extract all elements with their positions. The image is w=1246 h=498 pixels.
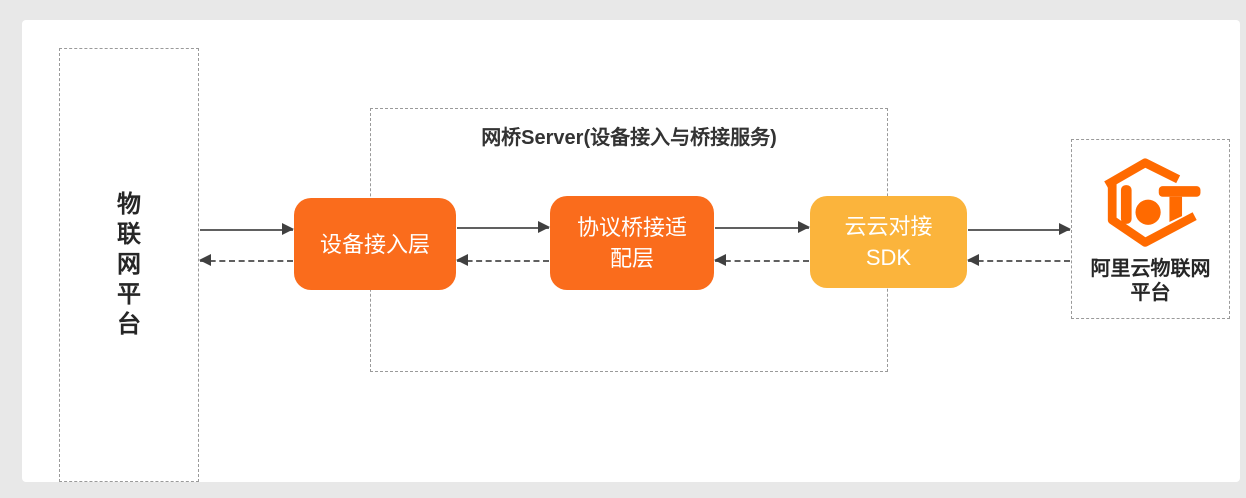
arrow-device-access-to-iot-platform [199,254,293,266]
diagram-card: 物联网平台 网桥Server(设备接入与桥接服务) 设备接入层 协议桥接适 配层… [22,20,1240,482]
aliyun-iot-platform-box: 阿里云物联网 平台 [1071,139,1230,319]
iot-platform-box: 物联网平台 [59,48,199,482]
device-access-layer-box: 设备接入层 [294,198,456,290]
device-access-layer-label: 设备接入层 [319,231,430,257]
aliyun-iot-platform-label: 阿里云物联网 平台 [1090,258,1211,304]
bridge-server-title: 网桥Server(设备接入与桥接服务) [481,127,777,149]
arrow-aliyun-platform-to-cloud-sdk [967,254,1070,266]
protocol-bridge-adapter-layer-label: 协议桥接适 配层 [576,215,687,271]
arrow-protocol-adapter-to-device-access [456,254,549,266]
iot-platform-label: 物联网平台 [117,191,141,338]
protocol-bridge-adapter-layer-box: 协议桥接适 配层 [550,196,714,290]
cloud-cloud-sdk-box: 云云对接 SDK [810,196,967,288]
arrow-cloud-sdk-to-protocol-adapter [714,254,809,266]
arrow-iot-platform-to-device-access [200,223,294,235]
cloud-cloud-sdk-label: 云云对接 SDK [844,214,933,270]
arrow-cloud-sdk-to-aliyun-platform [968,223,1071,235]
arrow-device-access-to-protocol-adapter [457,221,550,233]
arrow-protocol-adapter-to-cloud-sdk [715,221,810,233]
aliyun-iot-logo-icon [1103,158,1200,247]
